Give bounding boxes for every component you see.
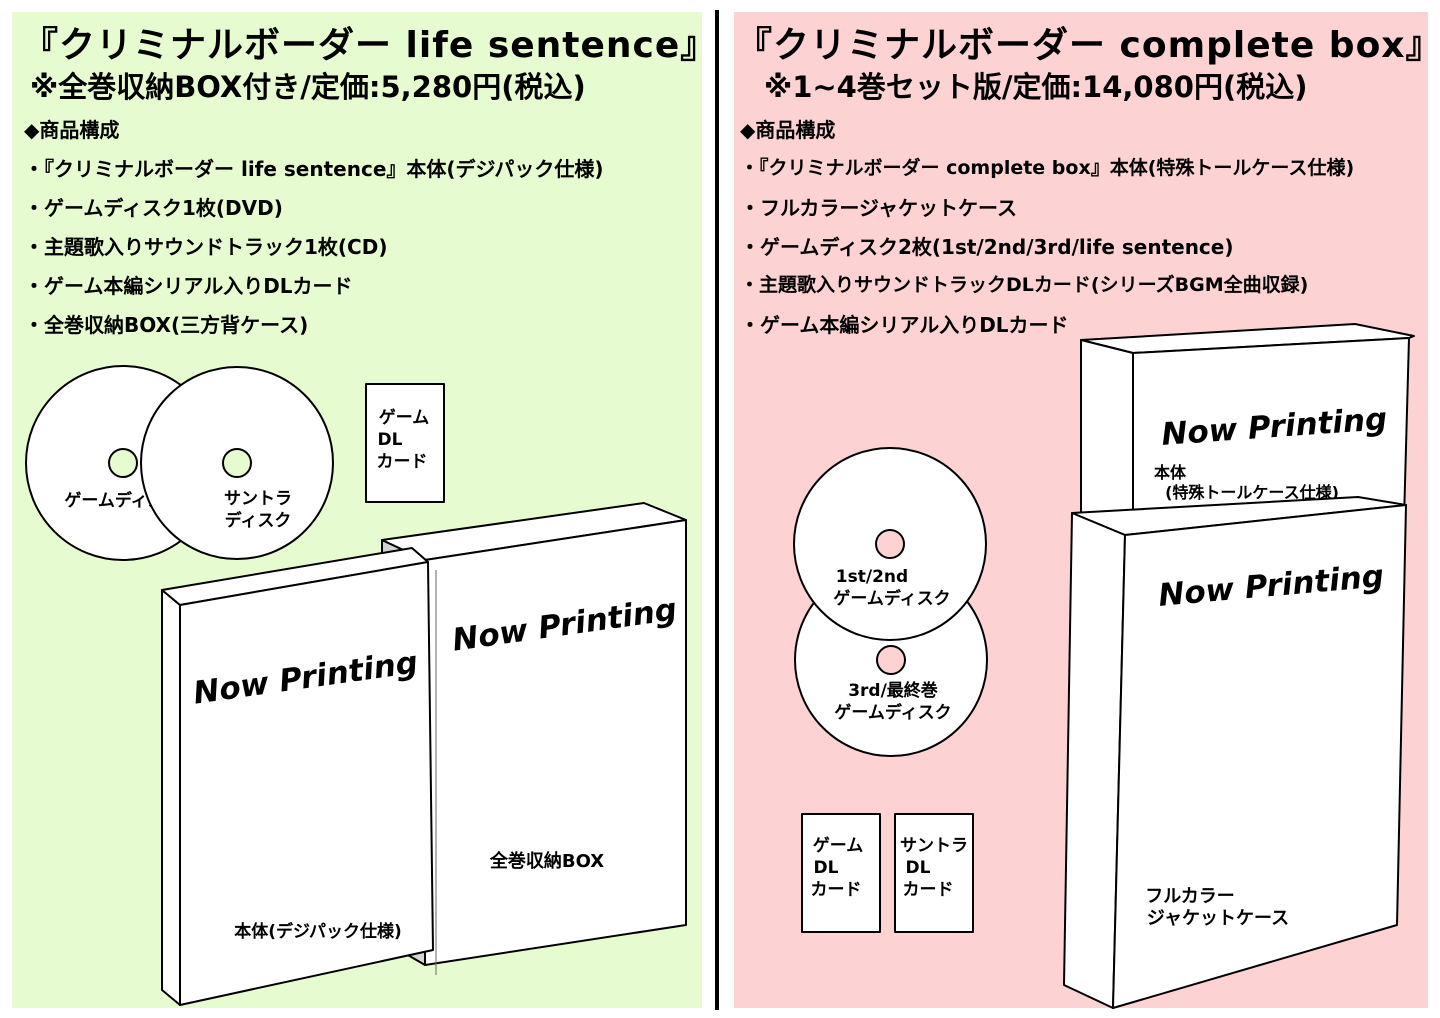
right-body-tall-case: Now Printing 本体 (特殊トールケース仕様) (1080, 323, 1415, 549)
left-title: 『クリミナルボーダー life sentence』 (22, 25, 718, 66)
right-game-dl-card: ゲーム DL カード (801, 813, 881, 933)
right-game-card-label-2: DL (814, 858, 839, 878)
right-jacket-label-2: ジャケットケース (1147, 908, 1289, 929)
left-subtitle-price: ※全巻収納BOX付き/定価:5,280円(税込) (30, 70, 586, 104)
right-item-body: ・『クリミナルボーダー complete box』本体(特殊トールケース仕様) (740, 157, 1355, 179)
left-card-label-3: カード (377, 452, 428, 472)
left-card-label-2: DL (378, 430, 403, 450)
right-item-dl-card: ・ゲーム本編シリアル入りDLカード (740, 313, 1069, 337)
right-disc2-label-1: 3rd/最終巻 (848, 680, 938, 701)
right-title: 『クリミナルボーダー complete box』 (736, 25, 1440, 66)
right-item-soundtrack-dl: ・主題歌入りサウンドトラックDLカード(シリーズBGM全曲収録) (740, 274, 1309, 296)
left-card-label-1: ゲーム (379, 407, 430, 428)
right-jacket-case: Now Printing フルカラー ジャケットケース (1063, 496, 1407, 1009)
left-game-dl-card: ゲーム DL カード (365, 383, 445, 503)
right-sound-card-label-1: サントラ (900, 836, 968, 856)
center-divider (715, 10, 719, 1010)
left-box-label: 全巻収納BOX (489, 850, 604, 872)
left-item-storage-box: ・全巻収納BOX(三方背ケース) (24, 313, 309, 337)
left-item-soundtrack: ・主題歌入りサウンドトラック1枚(CD) (24, 235, 388, 259)
right-body-label-1: 本体 (1154, 463, 1187, 482)
right-jacket-label-1: フルカラー (1145, 886, 1234, 907)
left-body-label: 本体(デジパック仕様) (234, 921, 402, 942)
left-soundtrack-disc: サントラ ディスク (140, 366, 334, 560)
right-disc-1st-2nd: 1st/2nd ゲームディスク (793, 447, 987, 641)
right-section-heading: ◆商品構成 (740, 118, 836, 142)
right-disc1-label-2: ゲームディスク (833, 588, 950, 609)
right-sound-card-label-3: カード (903, 880, 954, 900)
right-sound-card-label-2: DL (906, 858, 931, 878)
right-body-label-2: (特殊トールケース仕様) (1165, 483, 1339, 502)
right-item-jacket: ・フルカラージャケットケース (740, 196, 1017, 220)
left-section-heading: ◆商品構成 (24, 118, 120, 142)
right-subtitle-price: ※1~4巻セット版/定価:14,080円(税込) (764, 70, 1308, 104)
left-item-body: ・『クリミナルボーダー life sentence』本体(デジパック仕様) (24, 157, 604, 181)
right-soundtrack-dl-card: サントラ DL カード (894, 813, 974, 933)
right-game-card-label-1: ゲーム (813, 835, 864, 856)
right-item-game-discs: ・ゲームディスク2枚(1st/2nd/3rd/life sentence) (740, 235, 1234, 259)
right-disc1-label-1: 1st/2nd (836, 567, 908, 587)
left-body-digipack: Now Printing 本体(デジパック仕様) (161, 547, 434, 1006)
right-disc2-label-2: ゲームディスク (834, 702, 951, 723)
left-item-game-disc: ・ゲームディスク1枚(DVD) (24, 196, 283, 220)
left-item-dl-card: ・ゲーム本編シリアル入りDLカード (24, 274, 353, 298)
right-game-card-label-3: カード (811, 880, 862, 900)
left-soundtrack-disc-label-2: ディスク (225, 510, 292, 531)
left-soundtrack-disc-label-1: サントラ (224, 489, 292, 509)
